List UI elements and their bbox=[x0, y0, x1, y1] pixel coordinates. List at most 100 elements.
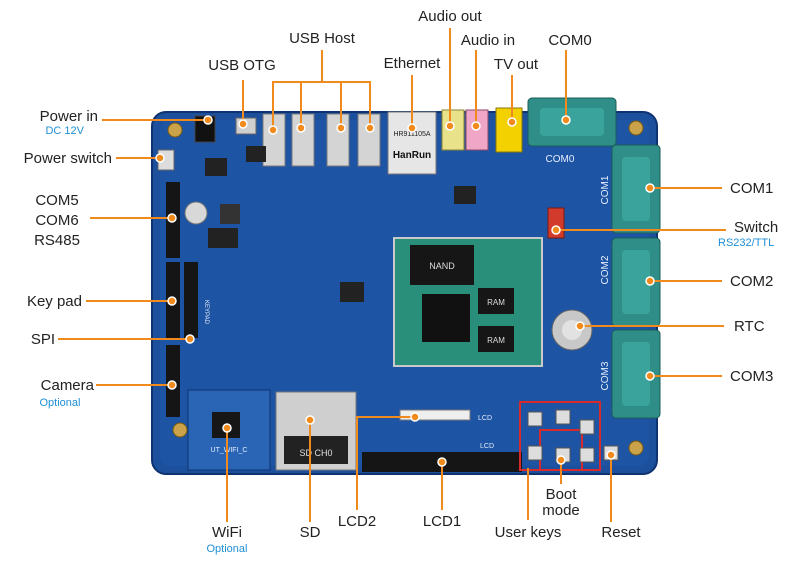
user-key bbox=[579, 447, 595, 463]
leader-usb-host-c bbox=[322, 81, 371, 128]
nand-chip bbox=[410, 245, 474, 285]
mount-hole bbox=[167, 122, 183, 138]
label-rs485: RS485 bbox=[34, 232, 80, 249]
label-camera: Camera bbox=[40, 377, 94, 394]
label-camera-sub: Optional bbox=[39, 397, 81, 409]
leader-dot bbox=[336, 123, 346, 133]
ic-chip bbox=[246, 146, 266, 162]
audio-out-jack bbox=[441, 109, 465, 151]
label-com0: COM0 bbox=[548, 32, 592, 49]
label-wifi: WiFi bbox=[212, 524, 242, 541]
label-audio-in: Audio in bbox=[460, 32, 516, 49]
silk-com2: COM2 bbox=[600, 255, 611, 284]
ic-chip bbox=[340, 282, 364, 302]
leader-dot bbox=[645, 276, 655, 286]
label-lcd2: LCD2 bbox=[337, 513, 377, 530]
com3-connector-face bbox=[622, 342, 650, 406]
leader-dots bbox=[155, 115, 655, 467]
label-tv-out: TV out bbox=[493, 56, 539, 73]
com1-connector-face bbox=[622, 157, 650, 221]
regulator-2 bbox=[208, 228, 238, 248]
silk-com0: COM0 bbox=[546, 154, 575, 165]
label-lcd1: LCD1 bbox=[422, 513, 462, 530]
user-key bbox=[555, 409, 571, 425]
label-spi: SPI bbox=[30, 331, 55, 348]
sd-slot-mouth bbox=[284, 436, 348, 464]
usb-host-port bbox=[326, 113, 350, 167]
cpu-chip bbox=[422, 294, 470, 342]
user-key bbox=[527, 411, 543, 427]
mount-hole bbox=[628, 440, 644, 456]
com0-connector-face bbox=[540, 108, 604, 136]
ram-chip-top bbox=[478, 288, 514, 314]
com2-connector-face bbox=[622, 250, 650, 314]
label-com2: COM2 bbox=[730, 273, 774, 290]
leader-dot bbox=[268, 125, 278, 135]
leader-dot bbox=[561, 115, 571, 125]
label-boot-mode-1: Boot bbox=[545, 486, 577, 503]
usb-host-port bbox=[291, 113, 315, 167]
leader-dot bbox=[556, 455, 566, 465]
mount-hole bbox=[172, 422, 188, 438]
leader-dot bbox=[407, 123, 417, 133]
leader-dot bbox=[606, 450, 616, 460]
silk-ram-bottom: RAM bbox=[487, 336, 505, 345]
leader-dot bbox=[185, 334, 195, 344]
leader-dot bbox=[575, 321, 585, 331]
silk-sd: SD CH0 bbox=[299, 448, 332, 458]
silk-hanrun-part: HR911105A bbox=[393, 131, 430, 138]
label-audio-out: Audio out bbox=[418, 8, 482, 25]
leader-dot bbox=[551, 225, 561, 235]
silk-nand: NAND bbox=[429, 261, 455, 271]
label-com1: COM1 bbox=[730, 180, 774, 197]
leader-dot bbox=[365, 123, 375, 133]
label-switch-sub: RS232/TTL bbox=[718, 237, 775, 249]
label-com3: COM3 bbox=[730, 368, 774, 385]
label-usb-otg: USB OTG bbox=[208, 57, 276, 74]
silk-ram-top: RAM bbox=[487, 298, 505, 307]
mount-hole bbox=[628, 120, 644, 136]
capacitor bbox=[184, 201, 208, 225]
leader-dot bbox=[296, 123, 306, 133]
label-wifi-sub: Optional bbox=[206, 543, 248, 555]
label-key-pad: Key pad bbox=[26, 293, 82, 310]
leader-dot bbox=[507, 117, 517, 127]
leader-dot bbox=[155, 153, 165, 163]
leader-dot bbox=[410, 412, 420, 422]
label-power-switch: Power switch bbox=[23, 150, 112, 167]
leader-dot bbox=[167, 296, 177, 306]
leader-dot bbox=[203, 115, 213, 125]
silk-keypad: KEYPAD bbox=[203, 300, 209, 325]
spi-header bbox=[184, 262, 198, 338]
tv-out-jack bbox=[495, 107, 523, 153]
leader-dot bbox=[471, 121, 481, 131]
leader-dot bbox=[645, 183, 655, 193]
silk-lcd-2: LCD bbox=[478, 415, 492, 422]
silk-wifi: UT_WIFI_C bbox=[211, 447, 248, 454]
label-usb-host: USB Host bbox=[289, 30, 355, 47]
label-user-keys: User keys bbox=[494, 524, 562, 541]
leader-usb-host bbox=[272, 50, 323, 130]
label-ethernet: Ethernet bbox=[383, 55, 441, 72]
label-boot-mode-2: mode bbox=[542, 502, 580, 519]
leader-dot bbox=[222, 423, 232, 433]
inductor bbox=[220, 204, 240, 224]
leader-dot bbox=[645, 371, 655, 381]
label-power-in-sub: DC 12V bbox=[45, 125, 84, 137]
leader-dot bbox=[305, 415, 315, 425]
silk-com1: COM1 bbox=[600, 175, 611, 204]
user-key bbox=[527, 445, 543, 461]
leader-dot bbox=[437, 457, 447, 467]
lcd2-connector bbox=[399, 409, 471, 421]
ram-chip-bottom bbox=[478, 326, 514, 352]
label-switch: Switch bbox=[734, 219, 779, 236]
silk-com3: COM3 bbox=[600, 361, 611, 390]
label-com5: COM5 bbox=[35, 192, 79, 209]
label-reset: Reset bbox=[601, 524, 641, 541]
label-com6: COM6 bbox=[35, 212, 79, 229]
leader-dot bbox=[445, 121, 455, 131]
leader-dot bbox=[238, 119, 248, 129]
leader-lcd2 bbox=[356, 416, 415, 510]
leader-lines bbox=[58, 28, 726, 522]
